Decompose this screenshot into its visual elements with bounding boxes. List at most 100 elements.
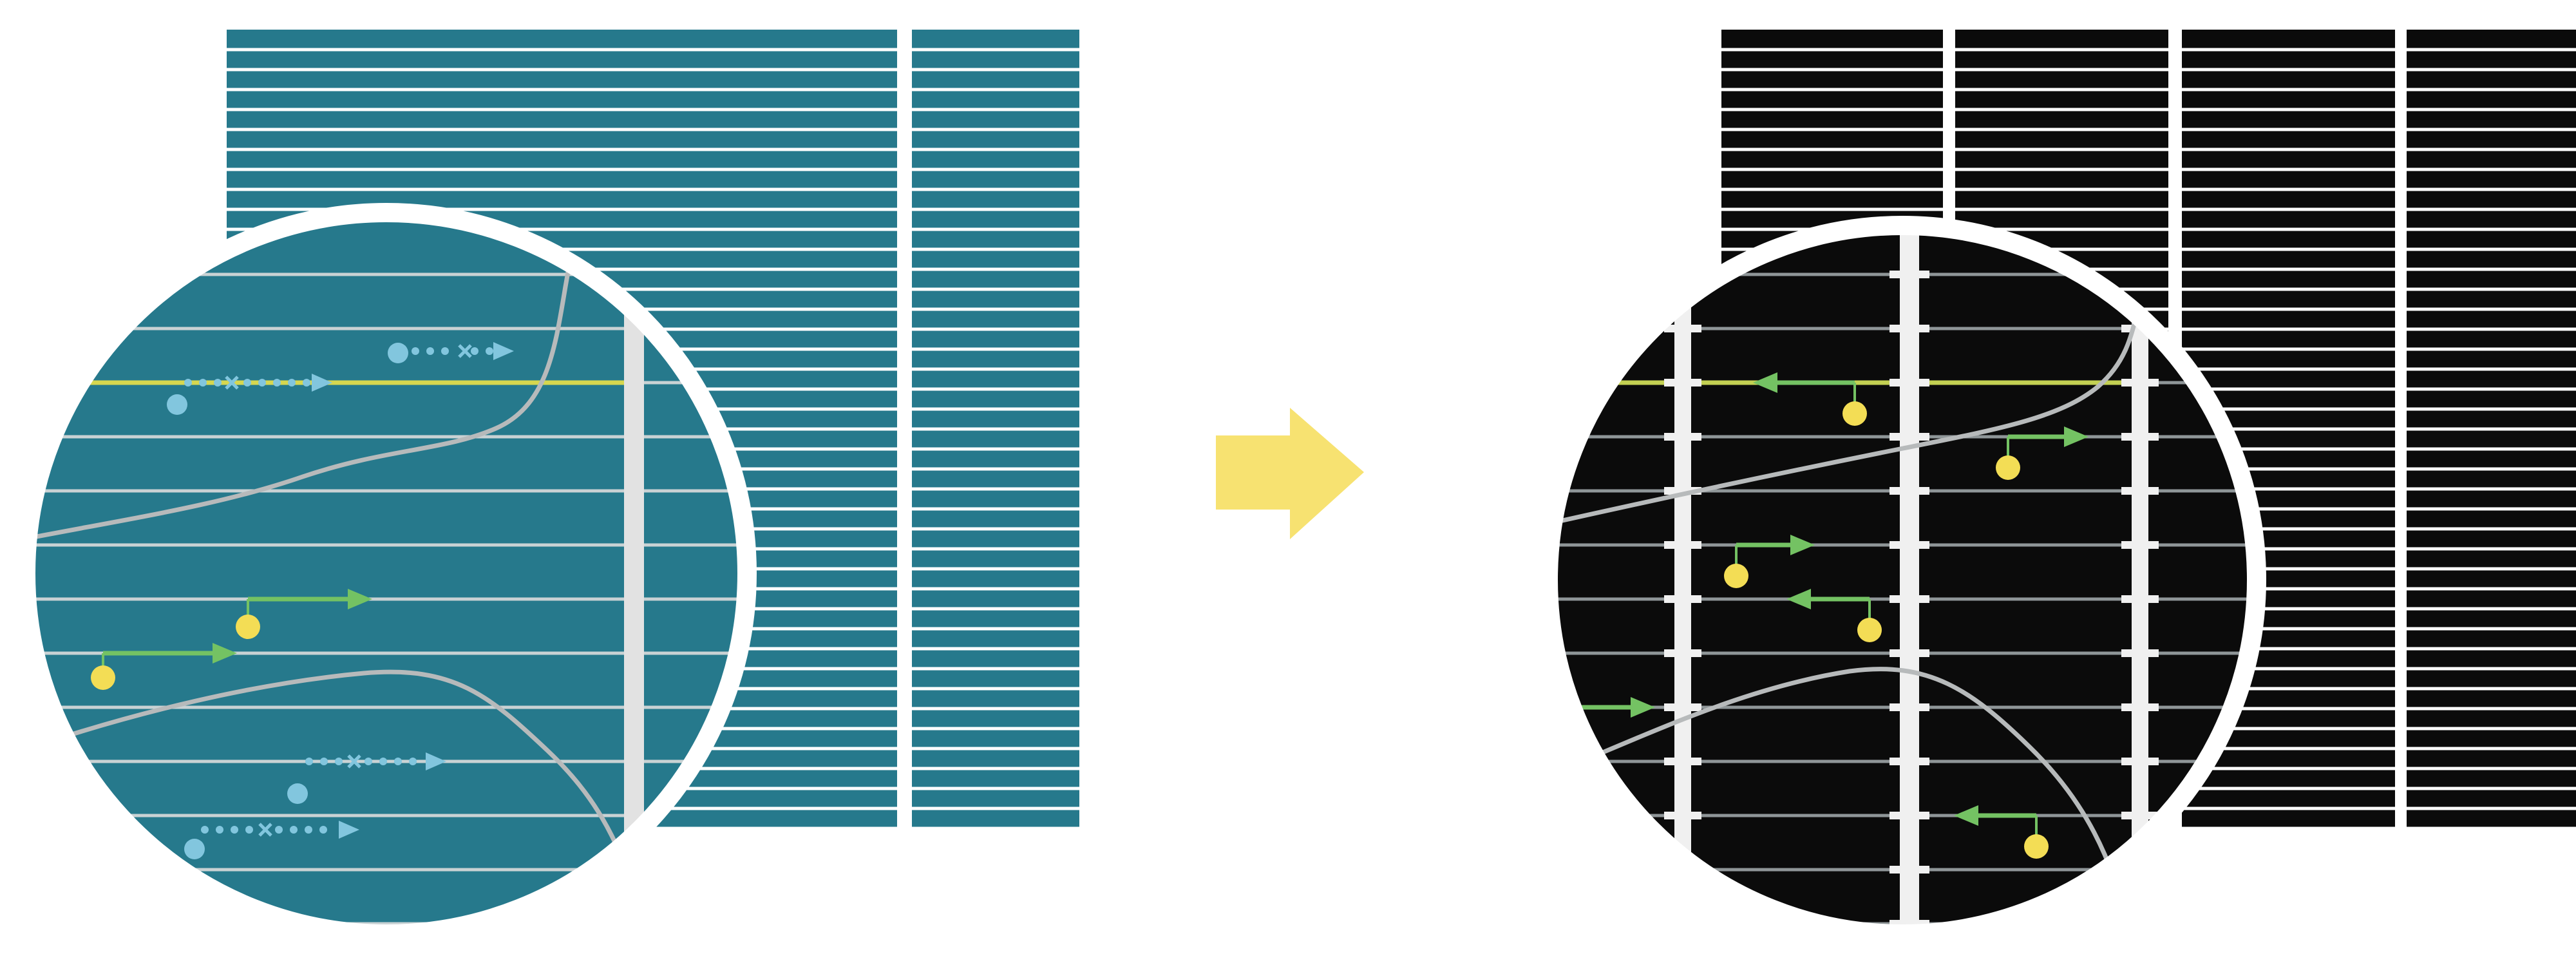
right-lens-content bbox=[1548, 225, 2257, 934]
busbar-pad bbox=[1691, 541, 1701, 549]
busbar-pad bbox=[1889, 758, 1900, 765]
carrier-dot bbox=[1857, 618, 1882, 642]
busbar-pad bbox=[1691, 649, 1701, 657]
dotted-path-dot bbox=[319, 826, 327, 834]
blocked-cross-icon bbox=[258, 823, 272, 837]
busbar-pad bbox=[2148, 541, 2159, 549]
busbar-pad bbox=[2148, 649, 2159, 657]
busbar-pad bbox=[1664, 379, 1674, 387]
carrier-dot bbox=[1996, 455, 2020, 480]
busbar-pad bbox=[1691, 433, 1701, 441]
busbar-pad bbox=[1691, 325, 1701, 332]
busbar-pad bbox=[1919, 271, 1929, 278]
left-lens-content bbox=[26, 213, 747, 934]
busbar-pad bbox=[1919, 758, 1929, 765]
carrier-dot bbox=[1724, 564, 1748, 588]
dotted-path-dot bbox=[426, 347, 434, 355]
grain-boundary bbox=[26, 669, 650, 934]
dotted-path-dot bbox=[273, 379, 281, 387]
carrier-arrowhead-icon bbox=[348, 589, 372, 609]
busbar bbox=[2132, 225, 2148, 934]
dotted-path-dot bbox=[409, 758, 417, 765]
lens-background bbox=[26, 213, 747, 934]
dotted-path-dot bbox=[320, 758, 328, 765]
dotted-path-dot bbox=[231, 826, 238, 834]
busbar-pad bbox=[1691, 379, 1701, 387]
busbar-pad bbox=[1889, 866, 1900, 874]
busbar bbox=[1900, 225, 1919, 934]
carrier-dot bbox=[1842, 401, 1867, 426]
busbar-pad bbox=[1691, 595, 1701, 603]
busbar-pad bbox=[1919, 325, 1929, 332]
blocked-carrier-dot bbox=[167, 394, 187, 415]
dotted-path-dot bbox=[471, 347, 478, 355]
busbar-pad bbox=[1664, 703, 1674, 711]
busbar-pad bbox=[2121, 703, 2132, 711]
carrier-arrowhead-icon bbox=[1631, 697, 1655, 718]
busbar-pad bbox=[2121, 487, 2132, 495]
busbar-pad bbox=[1889, 541, 1900, 549]
dotted-path-dot bbox=[394, 758, 402, 765]
busbar-pad bbox=[2148, 758, 2159, 765]
busbar-pad bbox=[1664, 487, 1674, 495]
busbar-pad bbox=[1691, 812, 1701, 819]
dotted-path-dot bbox=[305, 826, 312, 834]
busbar-pad bbox=[1919, 812, 1929, 819]
busbar-pad bbox=[1889, 379, 1900, 387]
dotted-path-dot bbox=[243, 379, 251, 387]
busbar-pad bbox=[1919, 487, 1929, 495]
busbar-pad bbox=[1889, 487, 1900, 495]
busbar-pad bbox=[2121, 433, 2132, 441]
transform-arrow-icon bbox=[1216, 408, 1364, 539]
carrier-arrowhead-icon bbox=[1954, 805, 1978, 826]
busbar-pad bbox=[1889, 649, 1900, 657]
busbar-pad bbox=[1664, 595, 1674, 603]
busbar-pad bbox=[2148, 433, 2159, 441]
carrier-arrowhead-icon bbox=[213, 643, 237, 664]
busbar-pad bbox=[2121, 541, 2132, 549]
blocked-carrier-dot bbox=[388, 343, 408, 363]
busbar-pad bbox=[1691, 758, 1701, 765]
dotted-path-dot bbox=[305, 758, 313, 765]
busbar-pad bbox=[1664, 812, 1674, 819]
blocked-arrowhead-icon bbox=[426, 752, 446, 770]
dotted-path-dot bbox=[288, 379, 296, 387]
dotted-path-dot bbox=[441, 347, 449, 355]
busbar-pad bbox=[1919, 541, 1929, 549]
busbar-pad bbox=[1664, 433, 1674, 441]
busbar-pad bbox=[2121, 758, 2132, 765]
carrier-arrowhead-icon bbox=[1786, 589, 1811, 609]
dotted-path-dot bbox=[412, 347, 419, 355]
dotted-path-dot bbox=[214, 379, 222, 387]
grain-boundary bbox=[26, 213, 585, 544]
busbar-pad bbox=[2121, 595, 2132, 603]
left-lens-ring bbox=[16, 203, 757, 944]
dotted-path-dot bbox=[303, 379, 310, 387]
carrier-arrowhead-icon bbox=[1790, 535, 1815, 555]
blocked-cross-icon bbox=[225, 376, 239, 390]
busbar-pad bbox=[2121, 812, 2132, 819]
dotted-path-dot bbox=[290, 826, 298, 834]
busbar-pad bbox=[2148, 379, 2159, 387]
dotted-path-dot bbox=[184, 379, 192, 387]
carrier-dot bbox=[236, 615, 260, 639]
carrier-arrowhead-icon bbox=[1753, 372, 1777, 393]
busbar-pad bbox=[1664, 541, 1674, 549]
busbar-pad bbox=[2148, 487, 2159, 495]
blocked-carrier-dot bbox=[287, 783, 308, 804]
dotted-path-dot bbox=[275, 826, 283, 834]
dotted-path-dot bbox=[258, 379, 266, 387]
busbar-pad bbox=[1889, 433, 1900, 441]
carrier-dot bbox=[91, 665, 115, 690]
grain-boundary bbox=[1548, 276, 2148, 528]
busbar-pad bbox=[1919, 649, 1929, 657]
blocked-carrier-dot bbox=[184, 839, 205, 859]
carrier-dot bbox=[2024, 834, 2049, 859]
dotted-path-dot bbox=[201, 826, 209, 834]
busbar-pad bbox=[1889, 325, 1900, 332]
busbar-pad bbox=[1919, 433, 1929, 441]
busbar-pad bbox=[2148, 595, 2159, 603]
busbar-pad bbox=[1889, 812, 1900, 819]
